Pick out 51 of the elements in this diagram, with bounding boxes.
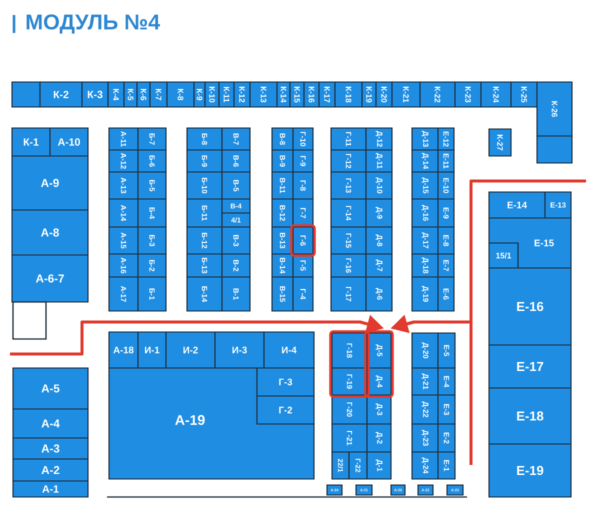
blank-stall-box xyxy=(11,81,41,108)
stall-box: А-10 xyxy=(49,127,89,157)
title: МОДУЛЬ №4 xyxy=(26,14,160,34)
highlight-frame xyxy=(329,330,370,398)
stall-box: К-10 xyxy=(204,81,220,108)
stall-box: К-5 xyxy=(123,81,138,108)
stall-box: К-19 xyxy=(361,81,377,108)
blank-outline-box xyxy=(12,301,47,340)
stall-box: А-5 xyxy=(12,367,89,410)
stall-box: А-1 xyxy=(12,480,89,498)
stall-box: К-25 xyxy=(510,81,538,108)
stall-box: А-4 xyxy=(12,408,89,439)
stall-box: И-3 xyxy=(214,331,265,369)
stall-box: К-9 xyxy=(193,81,206,108)
stall-box: А-6-7 xyxy=(11,254,89,303)
stall-box: И-1 xyxy=(137,331,167,369)
stall-box: К-1 xyxy=(11,127,51,157)
stall-box: А-2 xyxy=(12,458,89,482)
stall-box: К-7 xyxy=(149,81,168,108)
stall-box: Г-2 xyxy=(256,395,315,425)
stall-box: К-27 xyxy=(488,128,512,157)
stall-box: К-12 xyxy=(233,81,251,108)
stall-box: 15/1 xyxy=(488,242,519,269)
stall-box: К-17 xyxy=(318,81,336,108)
stall-box: Е-17 xyxy=(488,344,572,389)
stall-box: К-21 xyxy=(391,81,421,108)
blank-stall-box xyxy=(536,135,573,164)
stall-box: К-6 xyxy=(136,81,151,108)
highlight-frame xyxy=(364,330,394,398)
stall-box: К-13 xyxy=(249,81,278,108)
stall-box: К-2 xyxy=(39,81,83,108)
stall-box: К-14 xyxy=(276,81,291,108)
stall-box: А-3 xyxy=(12,437,89,460)
stall-box: И-4 xyxy=(263,331,315,369)
stall-box: Г-3 xyxy=(256,367,315,397)
stall-box: К-4 xyxy=(107,81,125,108)
stall-box: Е-19 xyxy=(488,443,572,498)
stall-box: К-11 xyxy=(218,81,235,108)
stall-box: А-18 xyxy=(108,331,139,369)
stall-box: К-15 xyxy=(289,81,305,108)
stall-box: Е-16 xyxy=(488,267,572,346)
stall-box: К-22 xyxy=(419,81,456,108)
stall-box: К-23 xyxy=(454,81,482,108)
stall-box: К-18 xyxy=(334,81,363,108)
stall-box: К-16 xyxy=(303,81,320,108)
stall-box: И-2 xyxy=(165,331,216,369)
stall-box: К-24 xyxy=(480,81,512,108)
stall-box: А-8 xyxy=(11,209,89,256)
stall-box: К-3 xyxy=(81,81,109,108)
stall-box: Е-18 xyxy=(488,387,572,445)
stall-box: К-20 xyxy=(375,81,393,108)
